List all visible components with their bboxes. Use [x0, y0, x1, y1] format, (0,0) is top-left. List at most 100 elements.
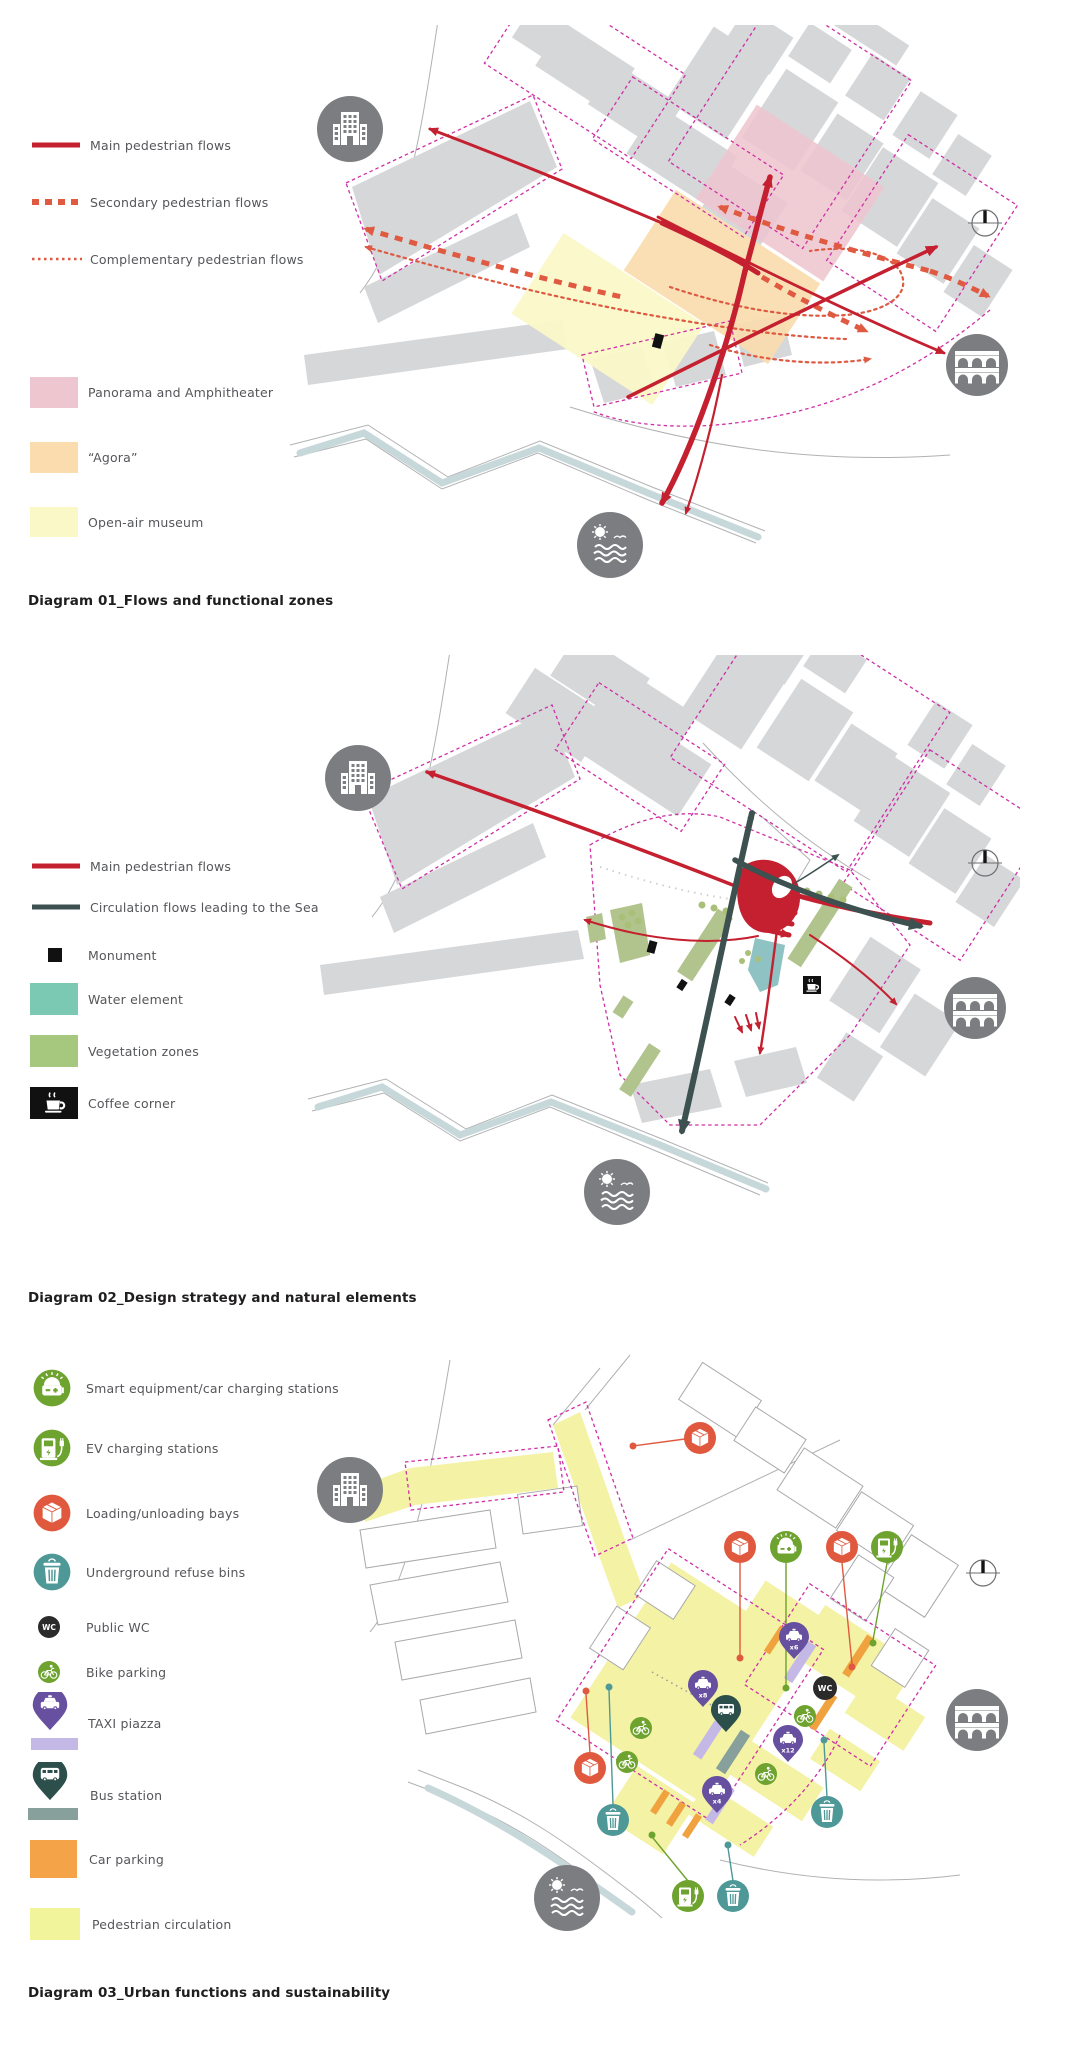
- legend-item-monument: Monument: [48, 944, 157, 966]
- solid-slate-line-swatch: [32, 904, 80, 910]
- legend-label: Open-air museum: [88, 514, 204, 530]
- city-icon: [317, 96, 383, 162]
- legend-label: Circulation flows leading to the Sea: [90, 899, 319, 915]
- panorama-swatch: [30, 377, 78, 408]
- ev-charging-icon: [671, 1879, 705, 1913]
- sea-icon: [583, 1158, 651, 1226]
- legend-item-pedestrian: Pedestrian circulation: [30, 1908, 231, 1940]
- bike-parking-icon: [629, 1716, 653, 1740]
- diagram-02-map: [307, 655, 1020, 1226]
- legend-item-secondary-flows: Secondary pedestrian flows: [30, 191, 268, 213]
- legend-label: Underground refuse bins: [86, 1564, 246, 1580]
- taxi-piazza-pin: [32, 1692, 68, 1731]
- museum-swatch: [30, 507, 78, 537]
- city-icon: [317, 1457, 383, 1523]
- legend-item-panorama: Panorama and Amphitheater: [30, 377, 273, 408]
- water-swatch: [30, 983, 78, 1015]
- car-parking-swatch: [30, 1840, 77, 1878]
- legend-item-bins: Underground refuse bins: [30, 1552, 245, 1592]
- bike-parking-icon: [37, 1660, 61, 1684]
- legend-label: Panorama and Amphitheater: [88, 385, 274, 400]
- bus-band-swatch: [28, 1808, 78, 1820]
- legend-label: “Agora”: [88, 450, 138, 465]
- legend-item-loading: Loading/unloading bays: [30, 1493, 239, 1533]
- legend-item-ev: EV charging stations: [30, 1428, 219, 1468]
- public-wc-icon: WC: [38, 1616, 60, 1638]
- diagram-01-caption: Diagram 01_Flows and functional zones: [28, 593, 334, 609]
- smart-equipment-icon: [32, 1368, 72, 1408]
- legend-item-parking: Car parking: [30, 1840, 164, 1878]
- legend-label: Pedestrian circulation: [92, 1916, 232, 1932]
- legend-item-museum: Open-air museum: [30, 507, 204, 537]
- legend-label: Secondary pedestrian flows: [90, 194, 269, 210]
- dashed-orange-line-swatch: [32, 199, 82, 205]
- legend-item-sea-flows: Circulation flows leading to the Sea: [30, 896, 319, 918]
- bike-parking-icon: [615, 1750, 639, 1774]
- legend-item-taxi: TAXI piazza: [88, 1712, 162, 1734]
- legend-item-agora: “Agora”: [30, 442, 138, 473]
- pedestrian-circulation: [360, 1412, 926, 1857]
- taxi-count-label: x6: [790, 1644, 799, 1652]
- legend-label: Monument: [88, 947, 157, 963]
- refuse-bin-icon: [32, 1552, 72, 1592]
- city-icon: [325, 745, 391, 811]
- pedestrian-swatch: [30, 1908, 80, 1940]
- coffee-corner-icon: [803, 976, 821, 994]
- diagram-02-caption: Diagram 02_Design strategy and natural e…: [28, 1290, 417, 1306]
- legend-item-complementary-flows: Complementary pedestrian flows: [30, 248, 304, 270]
- legend-item-vegetation: Vegetation zones: [30, 1035, 199, 1067]
- leader-lines: [582, 1438, 888, 1882]
- loading-bay-icon: [573, 1751, 607, 1785]
- legend-item-water: Water element: [30, 983, 183, 1015]
- legend-label: TAXI piazza: [88, 1715, 162, 1731]
- legend-label: Vegetation zones: [88, 1043, 199, 1059]
- agora-swatch: [30, 442, 78, 473]
- coffee-icon: [30, 1087, 78, 1119]
- compass-icon: [965, 1559, 1001, 1587]
- bridge-icon: [946, 334, 1008, 396]
- refuse-bin-icon: [716, 1879, 750, 1913]
- public-wc-icon: WC: [813, 1676, 837, 1700]
- legend-label: Main pedestrian flows: [90, 858, 232, 874]
- legend-label: Main pedestrian flows: [90, 137, 232, 153]
- monument-markers: [646, 940, 736, 1007]
- ev-charging-icon: [870, 1530, 904, 1564]
- legend-item-wc: WC Public WC: [36, 1615, 150, 1639]
- legend-label: Car parking: [89, 1851, 165, 1867]
- legend-label: Bus station: [90, 1787, 163, 1803]
- refuse-bin-icon: [810, 1795, 844, 1829]
- wc-label: WC: [42, 1623, 56, 1632]
- legend-item-smart: Smart equipment/car charging stations: [30, 1368, 339, 1408]
- taxi-piazza-pin: x8: [688, 1670, 718, 1707]
- refuse-bin-icon: [596, 1803, 630, 1837]
- taxi-count-label: x8: [699, 1692, 708, 1700]
- legend-item-bus: Bus station: [90, 1784, 162, 1806]
- car-parking-strips: [649, 1625, 874, 1839]
- taxi-band-swatch: [31, 1738, 78, 1750]
- solid-red-line-swatch: [32, 142, 80, 148]
- taxi-piazza-pin: x12: [773, 1725, 803, 1762]
- water-element: [748, 938, 785, 992]
- legend-label: Loading/unloading bays: [86, 1505, 240, 1521]
- ev-charging-icon: [32, 1428, 72, 1468]
- legend-item-main-flows: Main pedestrian flows: [30, 134, 231, 156]
- bridge-icon: [946, 1689, 1008, 1751]
- legend-item-bike: Bike parking: [36, 1660, 166, 1684]
- legend-label: Water element: [88, 991, 184, 1007]
- sea-icon: [576, 511, 644, 579]
- legend-item-main-flows: Main pedestrian flows: [30, 855, 231, 877]
- legend-label: EV charging stations: [86, 1440, 219, 1456]
- diagram-03-map: x6 x8 x12 x4 WC: [317, 1354, 1008, 1932]
- legend-label: Complementary pedestrian flows: [90, 251, 304, 267]
- sea-icon: [533, 1864, 601, 1932]
- bus-station-pin: [32, 1762, 68, 1801]
- smart-equipment-icon: [769, 1530, 803, 1564]
- loading-bay-icon: [683, 1421, 717, 1455]
- monument-swatch: [48, 948, 62, 962]
- vegetation-swatch: [30, 1035, 78, 1067]
- diagram-01-map: [290, 25, 1019, 579]
- wc-label: WC: [818, 1684, 833, 1693]
- loading-bay-icon: [33, 1494, 71, 1532]
- loading-bay-icon: [825, 1530, 859, 1564]
